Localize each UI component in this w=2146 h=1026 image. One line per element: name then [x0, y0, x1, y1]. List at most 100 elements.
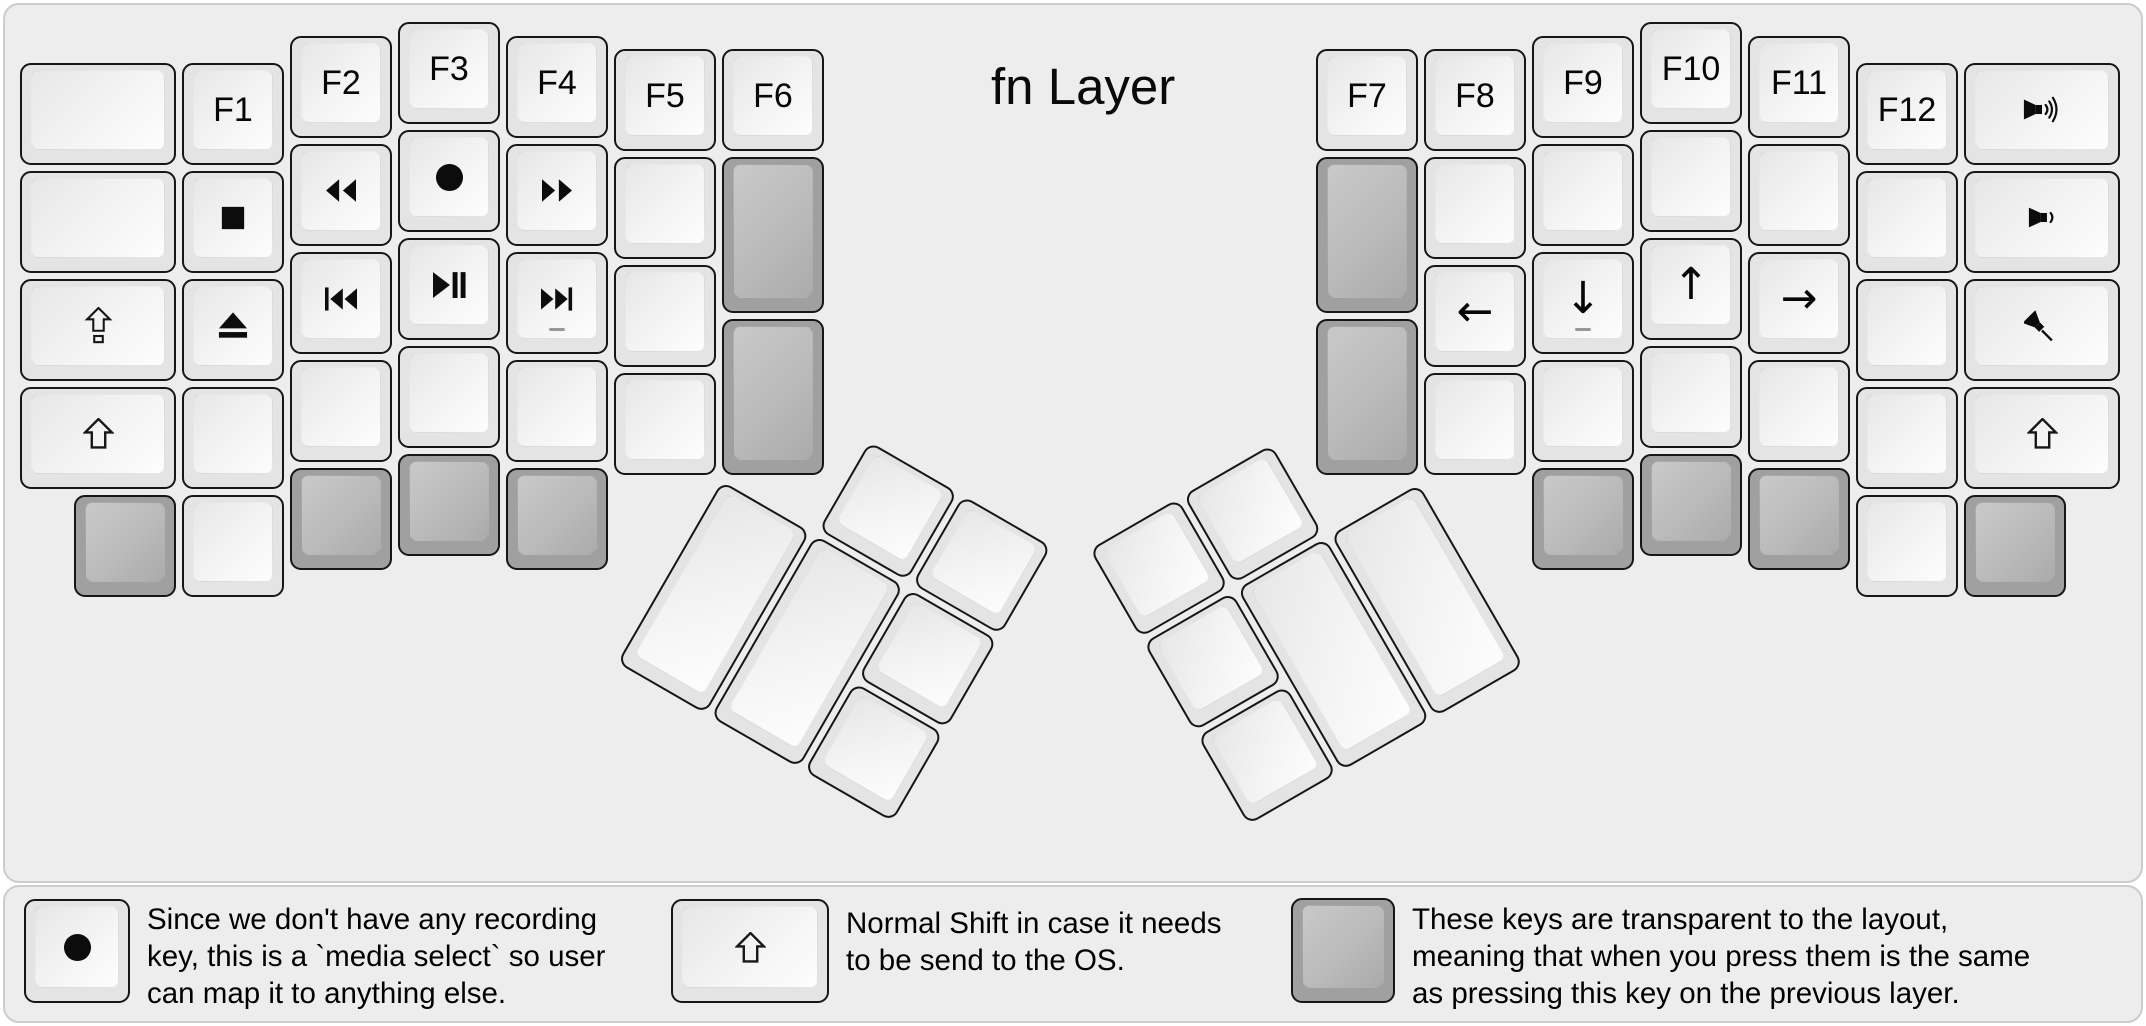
key-blank[interactable] [1424, 373, 1526, 475]
key-blank[interactable] [182, 494, 284, 597]
key-label: F2 [321, 63, 361, 102]
key-prev-track[interactable] [290, 251, 392, 354]
key-label: F8 [1455, 77, 1495, 115]
keytop [31, 177, 165, 258]
key-f7[interactable]: F7 [1316, 49, 1418, 151]
key-transparent[interactable] [398, 454, 500, 556]
key-play-pause[interactable] [398, 238, 500, 340]
key-transparent-tall[interactable] [722, 157, 824, 313]
keytop: ← [1435, 272, 1515, 352]
key-f4[interactable]: F4 [506, 35, 608, 138]
key-blank[interactable] [20, 170, 176, 273]
key-f8[interactable]: F8 [1424, 49, 1526, 151]
keytop [517, 474, 597, 555]
key-arrow-down[interactable]: ↓ [1532, 251, 1634, 354]
key-transparent-tall[interactable] [1316, 157, 1418, 313]
key-blank[interactable] [398, 346, 500, 448]
key-transparent[interactable] [1640, 454, 1742, 556]
key-transparent-tall[interactable] [722, 319, 824, 475]
key-blank[interactable] [1856, 278, 1958, 381]
homing-bar [549, 327, 565, 331]
key-blank[interactable] [1856, 386, 1958, 489]
key-label: F9 [1563, 63, 1603, 102]
keytop: F5 [625, 56, 705, 136]
key-transparent[interactable] [1748, 467, 1850, 570]
keytop [733, 326, 813, 460]
key-shift[interactable] [1964, 386, 2120, 489]
keytop [682, 906, 818, 988]
key-f11[interactable]: F11 [1748, 35, 1850, 138]
key-blank[interactable] [1640, 346, 1742, 448]
key-transparent[interactable] [74, 494, 176, 597]
keytop [193, 177, 273, 258]
key-blank[interactable] [1532, 359, 1634, 462]
legend-text: Since we don't have any recording key, t… [147, 903, 606, 1010]
key-blank[interactable] [1748, 143, 1850, 246]
keytop [1435, 380, 1515, 460]
keytop [193, 393, 273, 474]
key-arrow-right[interactable]: → [1748, 251, 1850, 354]
keytop [625, 272, 705, 352]
key-blank[interactable] [20, 62, 176, 165]
key-arrow-up[interactable]: ↑ [1640, 238, 1742, 340]
keytop [1327, 326, 1407, 460]
key-transparent[interactable] [1964, 494, 2066, 597]
key-blank[interactable] [614, 373, 716, 475]
key-blank[interactable] [1532, 143, 1634, 246]
keytop: ↓ [1543, 258, 1623, 339]
keytop [301, 150, 381, 231]
key-eject[interactable] [182, 278, 284, 381]
key-f3[interactable]: F3 [398, 22, 500, 124]
mute-icon [2024, 308, 2060, 344]
key-f12[interactable]: F12 [1856, 62, 1958, 165]
key-capslock[interactable] [20, 278, 176, 381]
key-blank[interactable] [1748, 359, 1850, 462]
keytop [409, 245, 489, 325]
record-icon [435, 163, 464, 192]
key-blank[interactable] [290, 359, 392, 462]
key-transparent[interactable] [506, 467, 608, 570]
keytop [517, 150, 597, 231]
key-label: F3 [429, 50, 469, 88]
key-record[interactable] [398, 130, 500, 232]
key-transparent-tall[interactable] [1316, 319, 1418, 475]
key-mute[interactable] [1964, 278, 2120, 381]
key-rewind[interactable] [290, 143, 392, 246]
key-f6[interactable]: F6 [722, 49, 824, 151]
key-blank[interactable] [506, 359, 608, 462]
key-blank[interactable] [1424, 157, 1526, 259]
key-stop[interactable] [182, 170, 284, 273]
key-f2[interactable]: F2 [290, 35, 392, 138]
key-arrow-left[interactable]: ← [1424, 265, 1526, 367]
key-f10[interactable]: F10 [1640, 22, 1742, 124]
key-shift[interactable] [20, 386, 176, 489]
key-blank[interactable] [1640, 130, 1742, 232]
key-blank[interactable] [1856, 494, 1958, 597]
key-volume-up[interactable] [1964, 62, 2120, 165]
key-label: ↑ [1672, 259, 1710, 310]
keytop [625, 164, 705, 244]
key-f5[interactable]: F5 [614, 49, 716, 151]
key-f9[interactable]: F9 [1532, 35, 1634, 138]
key-transparent[interactable] [290, 467, 392, 570]
keytop [301, 258, 381, 339]
keytop: F3 [409, 29, 489, 109]
key-fast-forward[interactable] [506, 143, 608, 246]
key-blank[interactable] [614, 157, 716, 259]
key-f1[interactable]: F1 [182, 62, 284, 165]
key-blank[interactable] [1856, 170, 1958, 273]
key-label: → [1780, 272, 1818, 324]
key-label: F12 [1877, 90, 1937, 129]
key-blank[interactable] [614, 265, 716, 367]
keytop [733, 164, 813, 298]
prev-icon [325, 286, 357, 311]
key-next-track[interactable] [506, 251, 608, 354]
homing-bar [1575, 327, 1591, 331]
key-blank[interactable] [182, 386, 284, 489]
key-volume-down[interactable] [1964, 170, 2120, 273]
stop-icon [220, 205, 246, 231]
key-transparent[interactable] [1532, 467, 1634, 570]
